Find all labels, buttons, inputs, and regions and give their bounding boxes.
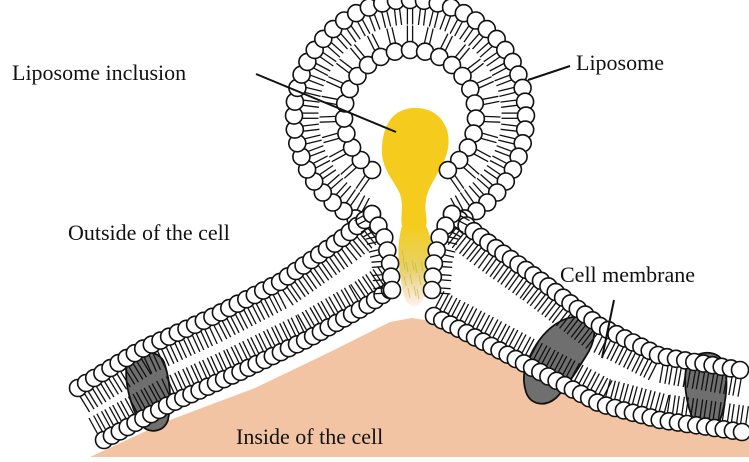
label-outside-of-cell: Outside of the cell — [68, 222, 230, 244]
liposome-inclusion-blob — [382, 108, 449, 231]
label-liposome-inclusion: Liposome inclusion — [12, 62, 186, 84]
label-cell-membrane: Cell membrane — [560, 264, 695, 286]
label-inside-of-cell: Inside of the cell — [236, 426, 383, 448]
leader-line-liposome — [528, 66, 570, 80]
label-liposome: Liposome — [576, 52, 664, 74]
leader-line-liposome-inclusion — [256, 74, 396, 132]
